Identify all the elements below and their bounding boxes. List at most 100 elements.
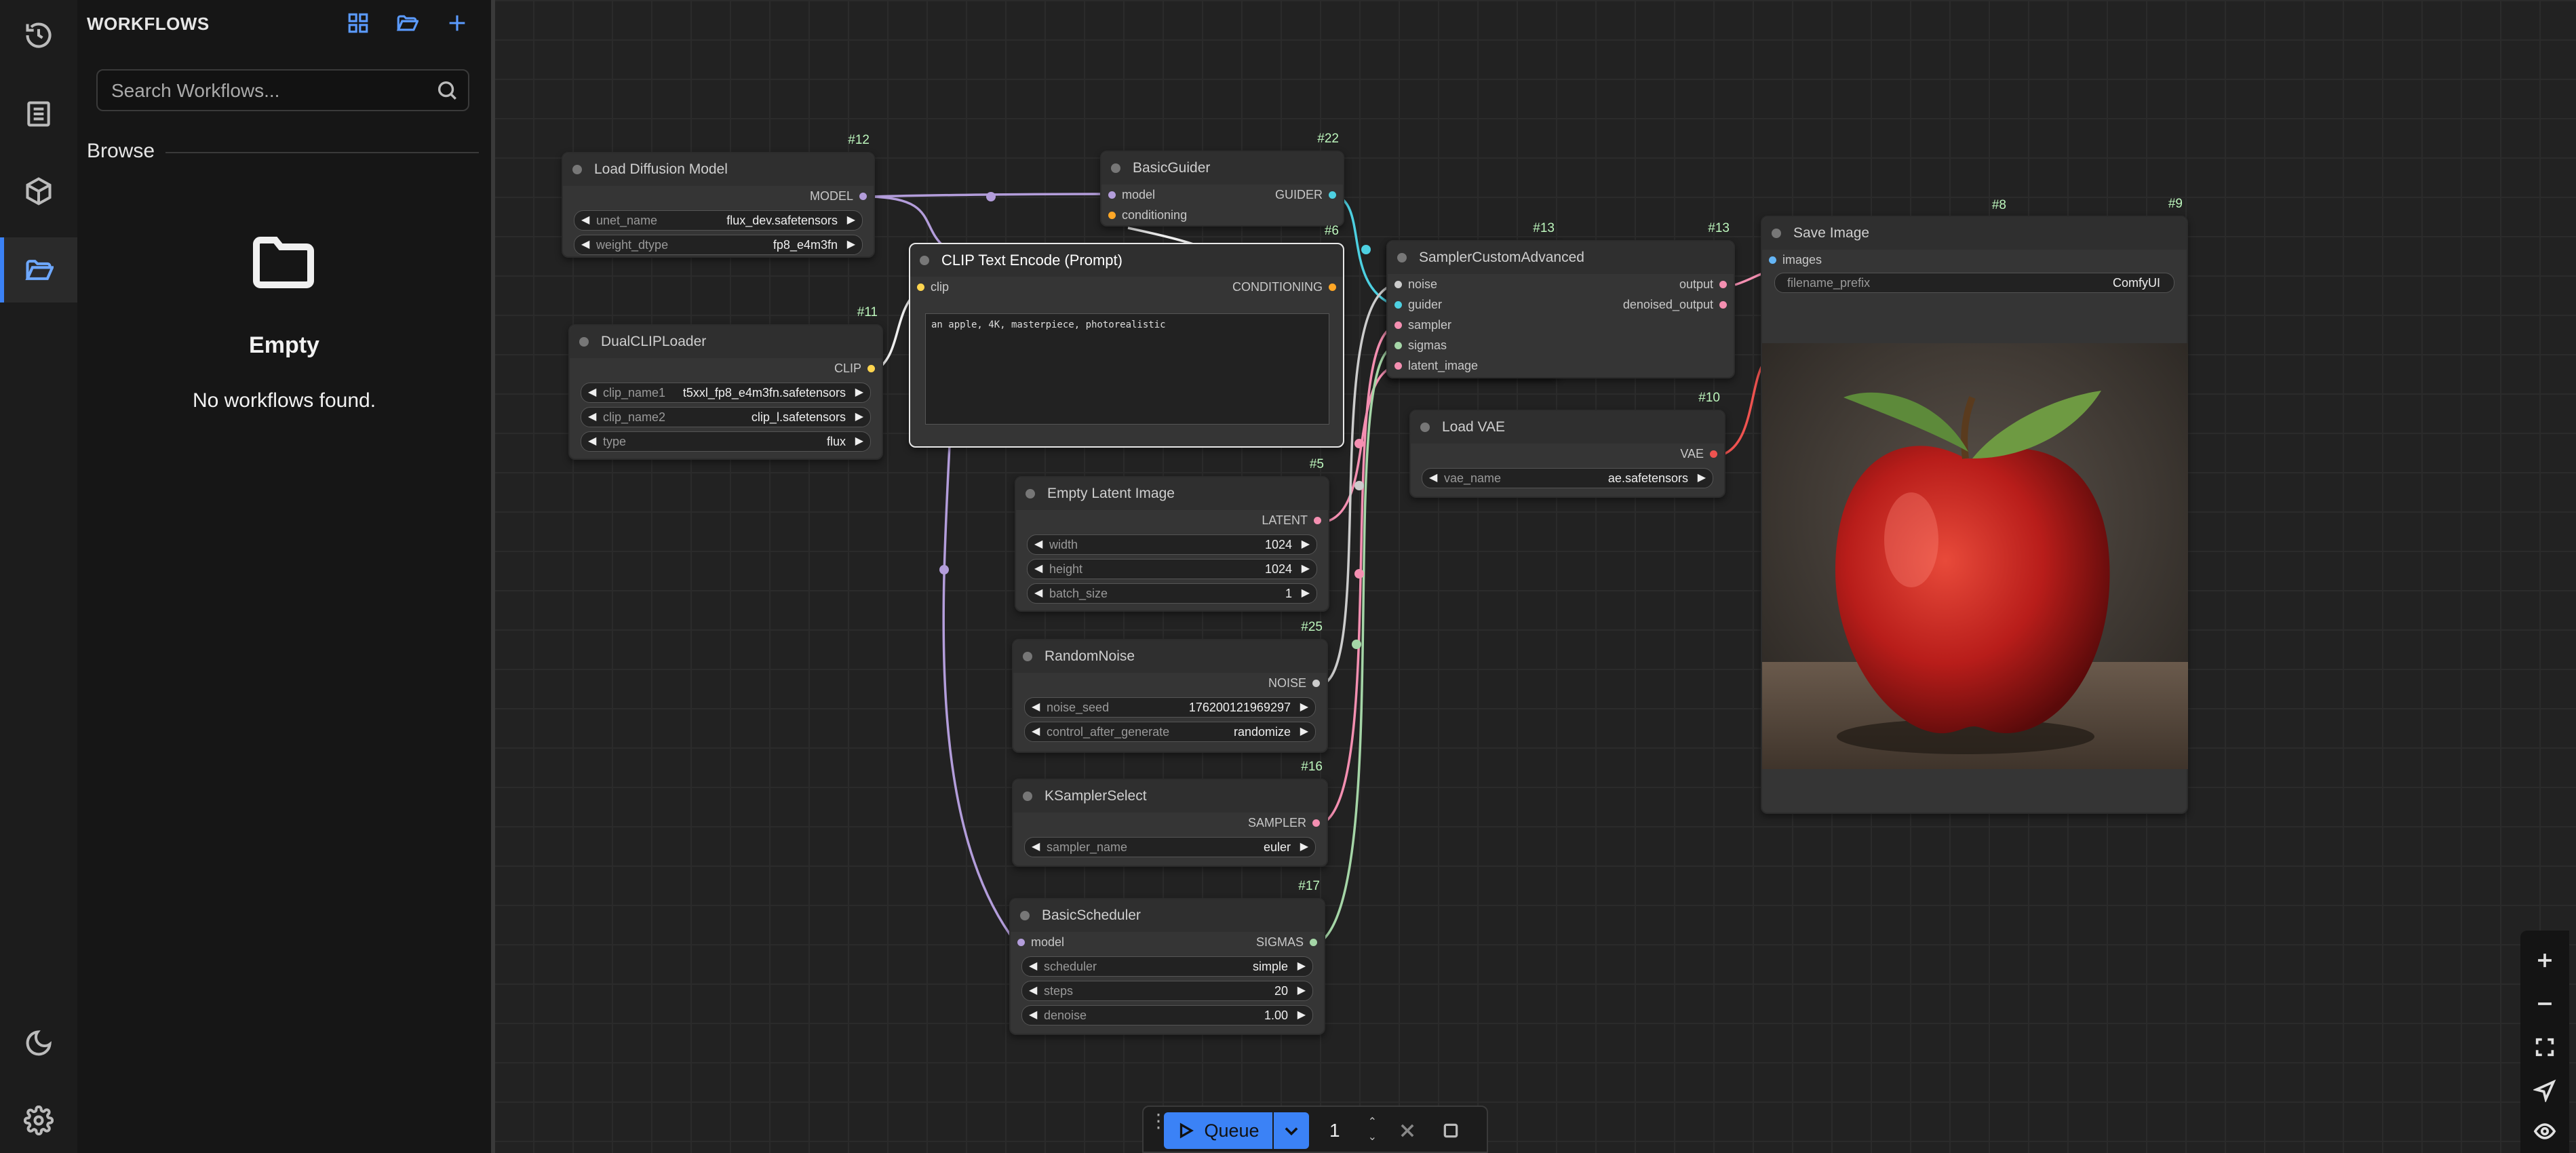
output-pin[interactable]	[867, 365, 875, 372]
node-empty-latent-image[interactable]: #5 Empty Latent Image LATENT ◀ width 102…	[1015, 457, 1329, 612]
zoom-out-button[interactable]	[2520, 982, 2569, 1025]
node-basic-guider[interactable]: #22 BasicGuider model GUIDER conditionin…	[1100, 132, 1344, 227]
node-sampler-custom-advanced-body[interactable]: SamplerCustomAdvanced noise output guide…	[1386, 221, 1735, 378]
node-basic-scheduler[interactable]: #17 BasicScheduler model SIGMAS ◀ schedu…	[1009, 879, 1325, 1035]
browse-workflows-button[interactable]	[342, 8, 374, 38]
input-pin[interactable]	[1394, 321, 1402, 329]
node-random-noise[interactable]: #25 RandomNoise NOISE ◀ noise_seed 17620…	[1012, 620, 1328, 753]
decrement-arrow-icon[interactable]: ◀	[1029, 1009, 1038, 1021]
stop-button[interactable]	[1435, 1115, 1466, 1146]
node-title[interactable]: Load VAE	[1411, 411, 1724, 444]
input-pin[interactable]	[1394, 281, 1402, 288]
decrement-arrow-icon[interactable]: ◀	[1032, 841, 1040, 853]
increment-arrow-icon[interactable]: ▶	[855, 411, 863, 423]
select-mode-button[interactable]	[2520, 1069, 2569, 1112]
rail-workflows[interactable]	[0, 237, 77, 302]
drag-handle-icon[interactable]: ⋮	[1149, 1110, 1168, 1131]
widget-scheduler[interactable]: ◀ scheduler simple ▶	[1021, 956, 1313, 977]
widget-type[interactable]: ◀ type flux ▶	[581, 431, 871, 452]
increment-arrow-icon[interactable]: ▶	[1300, 841, 1308, 853]
collapse-dot[interactable]	[920, 256, 929, 265]
output-pin[interactable]	[1329, 284, 1336, 291]
decrement-arrow-icon[interactable]: ◀	[1032, 701, 1040, 713]
collapse-dot[interactable]	[1420, 423, 1430, 432]
widget-batch-size[interactable]: ◀ batch_size 1 ▶	[1027, 583, 1317, 604]
widget-height[interactable]: ◀ height 1024 ▶	[1027, 559, 1317, 579]
collapse-dot[interactable]	[1397, 253, 1407, 262]
collapse-dot[interactable]	[1023, 792, 1032, 801]
zoom-in-button[interactable]	[2520, 939, 2569, 982]
decrement-arrow-icon[interactable]: ◀	[1034, 587, 1043, 599]
prompt-textarea[interactable]: an apple, 4K, masterpiece, photorealisti…	[925, 313, 1329, 425]
widget-clip-name1[interactable]: ◀ clip_name1 t5xxl_fp8_e4m3fn.safetensor…	[581, 383, 871, 403]
search-input[interactable]	[110, 71, 425, 111]
open-workflow-button[interactable]	[391, 8, 423, 38]
widget-vae-name[interactable]: ◀ vae_name ae.safetensors ▶	[1422, 468, 1713, 488]
input-pin[interactable]	[1108, 212, 1116, 219]
decrement-arrow-icon[interactable]: ◀	[588, 387, 597, 398]
decrement-arrow-icon[interactable]: ◀	[581, 239, 590, 250]
widget-weight-dtype[interactable]: ◀ weight_dtype fp8_e4m3fn ▶	[574, 235, 863, 255]
output-image-preview[interactable]	[1762, 343, 2188, 769]
output-pin[interactable]	[1312, 680, 1320, 687]
node-ksampler-select[interactable]: #16 KSamplerSelect SAMPLER ◀ sampler_nam…	[1012, 760, 1328, 867]
decrement-arrow-icon[interactable]: ◀	[1034, 539, 1043, 550]
increment-arrow-icon[interactable]: ▶	[1301, 539, 1310, 550]
graph-canvas[interactable]: #12 Load Diffusion Model MODEL ◀ unet_na…	[494, 0, 2576, 1153]
toggle-links-button[interactable]	[2520, 1110, 2569, 1153]
output-pin[interactable]	[859, 193, 867, 200]
output-pin[interactable]	[1710, 450, 1717, 458]
input-pin[interactable]	[1017, 939, 1025, 946]
widget-control-after-generate[interactable]: ◀ control_after_generate randomize ▶	[1024, 722, 1316, 742]
node-load-vae[interactable]: #10 Load VAE VAE ◀ vae_name ae.safetenso…	[1409, 391, 1725, 498]
stepper-arrows-icon[interactable]: ⌃⌄	[1367, 1116, 1377, 1143]
output-pin[interactable]	[1310, 939, 1317, 946]
node-title[interactable]: RandomNoise	[1013, 640, 1327, 673]
increment-arrow-icon[interactable]: ▶	[855, 435, 863, 447]
widget-width[interactable]: ◀ width 1024 ▶	[1027, 534, 1317, 555]
decrement-arrow-icon[interactable]: ◀	[588, 435, 597, 447]
rail-queue[interactable]	[0, 81, 77, 146]
input-pin[interactable]	[1394, 301, 1402, 309]
widget-clip-name2[interactable]: ◀ clip_name2 clip_l.safetensors ▶	[581, 407, 871, 427]
batch-count-input[interactable]: 1 ⌃⌄	[1320, 1112, 1381, 1149]
widget-unet-name[interactable]: ◀ unet_name flux_dev.safetensors ▶	[574, 210, 863, 231]
widget-denoise[interactable]: ◀ denoise 1.00 ▶	[1021, 1005, 1313, 1025]
node-title[interactable]: Empty Latent Image	[1016, 477, 1328, 510]
node-title[interactable]: KSamplerSelect	[1013, 780, 1327, 813]
increment-arrow-icon[interactable]: ▶	[855, 387, 863, 398]
increment-arrow-icon[interactable]: ▶	[1300, 726, 1308, 737]
increment-arrow-icon[interactable]: ▶	[846, 239, 855, 250]
fit-view-button[interactable]	[2520, 1025, 2569, 1069]
input-pin[interactable]	[1769, 256, 1776, 264]
output-pin[interactable]	[1719, 301, 1727, 309]
decrement-arrow-icon[interactable]: ◀	[581, 214, 590, 226]
widget-filename-prefix[interactable]: filename_prefix ComfyUI	[1774, 273, 2174, 293]
output-pin[interactable]	[1312, 819, 1320, 827]
output-pin[interactable]	[1329, 191, 1336, 199]
node-title[interactable]: Save Image	[1762, 217, 2187, 250]
decrement-arrow-icon[interactable]: ◀	[1032, 726, 1040, 737]
input-pin[interactable]	[917, 284, 924, 291]
node-title[interactable]: CLIP Text Encode (Prompt)	[910, 244, 1343, 277]
search-icon[interactable]	[435, 79, 458, 102]
rail-settings[interactable]	[0, 1088, 77, 1153]
increment-arrow-icon[interactable]: ▶	[1697, 472, 1706, 484]
increment-arrow-icon[interactable]: ▶	[846, 214, 855, 226]
node-title[interactable]: BasicGuider	[1101, 152, 1343, 184]
input-pin[interactable]	[1108, 191, 1116, 199]
node-title[interactable]: Load Diffusion Model	[563, 153, 874, 186]
rail-theme-toggle[interactable]	[0, 1011, 77, 1076]
queue-mode-dropdown[interactable]	[1274, 1112, 1309, 1149]
decrement-arrow-icon[interactable]: ◀	[1029, 985, 1038, 996]
node-title[interactable]: DualCLIPLoader	[570, 326, 882, 358]
input-pin[interactable]	[1394, 362, 1402, 370]
node-clip-text-encode[interactable]: #6 CLIP Text Encode (Prompt) clip CONDIT…	[909, 224, 1344, 448]
increment-arrow-icon[interactable]: ▶	[1297, 985, 1306, 996]
input-pin[interactable]	[1394, 342, 1402, 349]
decrement-arrow-icon[interactable]: ◀	[588, 411, 597, 423]
widget-sampler-name[interactable]: ◀ sampler_name euler ▶	[1024, 837, 1316, 857]
node-title[interactable]: BasicScheduler	[1011, 899, 1324, 932]
collapse-dot[interactable]	[579, 337, 589, 347]
queue-button[interactable]: Queue	[1164, 1112, 1272, 1149]
